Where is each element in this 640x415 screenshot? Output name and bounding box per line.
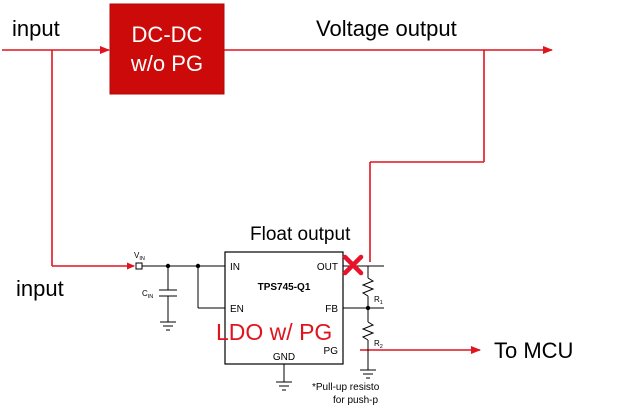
to-mcu-label: To MCU bbox=[494, 338, 573, 363]
dcdc-box bbox=[109, 3, 225, 95]
ldo-schematic bbox=[135, 251, 384, 391]
ldo-pg-label: LDO w/ PG bbox=[216, 319, 332, 345]
pin-gnd-label: GND bbox=[273, 352, 295, 363]
red-wires bbox=[2, 46, 553, 354]
ldo-chip bbox=[224, 251, 344, 365]
r1-resistor bbox=[361, 277, 375, 297]
dcdc-block: DC-DC w/o PG bbox=[109, 3, 225, 95]
pin-in-label: IN bbox=[230, 262, 240, 273]
dcdc-label-line1: DC-DC bbox=[132, 22, 203, 47]
cin-label: CIN bbox=[142, 289, 153, 300]
float-output-label: Float output bbox=[250, 224, 351, 245]
bottom-input-label: input bbox=[16, 276, 64, 301]
junction-dot bbox=[365, 305, 371, 311]
top-input-label: input bbox=[12, 16, 60, 41]
pin-fb-label: FB bbox=[325, 304, 338, 315]
junction-dot bbox=[165, 263, 171, 269]
junction-dot bbox=[195, 263, 201, 269]
pin-pg-label: PG bbox=[324, 346, 339, 357]
r2-resistor bbox=[361, 321, 375, 341]
pin-en-label: EN bbox=[230, 304, 244, 315]
pullup-note-line1: *Pull-up resisto bbox=[312, 382, 380, 393]
vin-terminal bbox=[135, 262, 143, 270]
dcdc-label-line2: w/o PG bbox=[130, 51, 203, 76]
r2-label: R2 bbox=[374, 339, 383, 350]
schematic-text: VIN CIN IN EN OUT FB PG GND TPS745-Q1 R1… bbox=[134, 251, 383, 406]
pullup-note-line2: for push-p bbox=[333, 395, 378, 406]
r1-label: R1 bbox=[374, 295, 383, 306]
cross-mark-icon bbox=[342, 254, 364, 276]
vin-label: VIN bbox=[134, 251, 145, 262]
junction-dots bbox=[165, 263, 371, 311]
voltage-output-label: Voltage output bbox=[316, 16, 457, 41]
chip-name-label: TPS745-Q1 bbox=[258, 282, 311, 293]
pin-out-label: OUT bbox=[317, 262, 338, 273]
